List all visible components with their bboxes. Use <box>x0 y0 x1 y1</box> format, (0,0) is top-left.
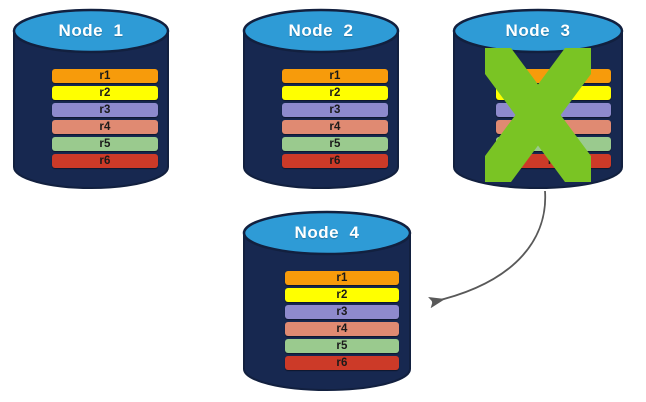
row-bar[interactable]: r4 <box>282 120 388 134</box>
row-bar[interactable]: r1 <box>52 69 158 83</box>
row-bar[interactable]: r1 <box>496 69 611 83</box>
row-label: r2 <box>99 87 111 99</box>
row-bar[interactable]: r2 <box>52 86 158 100</box>
row-bar[interactable]: r6 <box>496 154 611 168</box>
row-label: r2 <box>547 87 560 99</box>
row-label: r5 <box>547 138 560 150</box>
row-label: r4 <box>99 121 111 133</box>
cylinder-top-ellipse <box>242 8 400 54</box>
row-label: r3 <box>329 104 341 116</box>
row-label: r1 <box>547 70 560 82</box>
node-3-rows: r1 r2 r3 r4 r5 r6 <box>452 8 624 190</box>
node-2-rows: r1 r2 r3 r4 r5 r6 <box>242 8 400 190</box>
row-bar[interactable]: r3 <box>52 103 158 117</box>
row-label: r6 <box>329 155 341 167</box>
row-label: r2 <box>336 289 348 301</box>
row-bar[interactable]: r2 <box>282 86 388 100</box>
row-bar[interactable]: r5 <box>282 137 388 151</box>
row-label: r1 <box>99 70 111 82</box>
row-label: r2 <box>329 87 341 99</box>
row-bar[interactable]: r5 <box>496 137 611 151</box>
row-bar[interactable]: r1 <box>285 271 399 285</box>
cylinder-top-ellipse <box>12 8 170 54</box>
row-bar[interactable]: r5 <box>52 137 158 151</box>
row-label: r4 <box>547 121 560 133</box>
row-bar[interactable]: r4 <box>285 322 399 336</box>
node-1-rows: r1 r2 r3 r4 r5 r6 <box>12 8 170 190</box>
row-bar[interactable]: r3 <box>282 103 388 117</box>
row-bar[interactable]: r2 <box>285 288 399 302</box>
row-label: r3 <box>336 306 348 318</box>
row-label: r5 <box>99 138 111 150</box>
row-bar[interactable]: r4 <box>52 120 158 134</box>
row-label: r3 <box>99 104 111 116</box>
row-label: r4 <box>329 121 341 133</box>
row-label: r6 <box>547 155 560 167</box>
row-bar[interactable]: r4 <box>496 120 611 134</box>
row-label: r5 <box>329 138 341 150</box>
row-bar[interactable]: r6 <box>282 154 388 168</box>
row-label: r6 <box>336 357 348 369</box>
row-label: r4 <box>336 323 348 335</box>
cylinder-top-ellipse <box>242 210 412 256</box>
row-label: r3 <box>547 104 560 116</box>
row-label: r1 <box>329 70 341 82</box>
row-bar[interactable]: r5 <box>285 339 399 353</box>
row-label: r1 <box>336 272 348 284</box>
row-bar[interactable]: r3 <box>285 305 399 319</box>
row-bar[interactable]: r1 <box>282 69 388 83</box>
row-bar[interactable]: r6 <box>52 154 158 168</box>
row-bar[interactable]: r2 <box>496 86 611 100</box>
row-bar[interactable]: r3 <box>496 103 611 117</box>
row-bar[interactable]: r6 <box>285 356 399 370</box>
node-4-rows: r1 r2 r3 r4 r5 r6 <box>242 210 412 392</box>
row-label: r5 <box>336 340 348 352</box>
row-label: r6 <box>99 155 111 167</box>
